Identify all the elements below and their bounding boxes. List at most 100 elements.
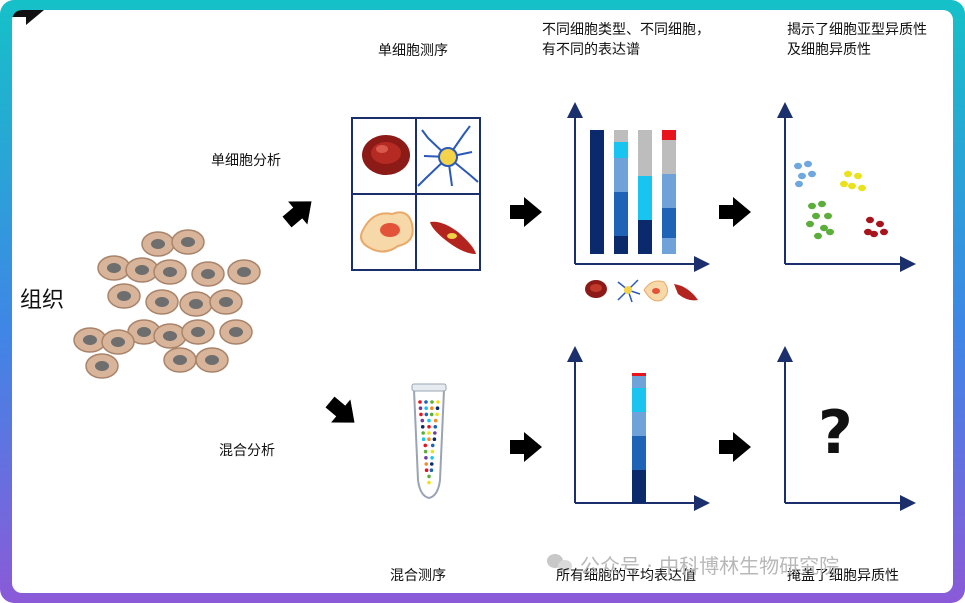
- cell-type-icons: [585, 279, 698, 303]
- stacked-bar-segment: [662, 238, 676, 254]
- tube-dot: [430, 400, 434, 404]
- tube-dot: [420, 418, 425, 423]
- diagram-canvas: 组织 单细胞分析 单细胞测序 不同细胞类型、不同细胞， 有不同的表达谱 揭示了细…: [12, 10, 953, 593]
- scatter-dot: [804, 160, 812, 168]
- different-types-label: 不同细胞类型、不同细胞，: [542, 22, 710, 38]
- stacked-bar-segment: [662, 130, 676, 140]
- tube-dot: [435, 406, 440, 411]
- heterogeneity-scatter: [777, 102, 916, 272]
- tissue-cell-nucleus: [229, 327, 243, 337]
- scatter-dot: [808, 170, 816, 178]
- tube-dot: [436, 400, 440, 404]
- tube-dot: [418, 400, 422, 404]
- tube-dot: [430, 406, 434, 411]
- tissue-cell-nucleus: [111, 337, 125, 347]
- tube-dot: [421, 437, 426, 442]
- scatter-dot: [876, 220, 884, 228]
- scatter-dot: [864, 228, 872, 236]
- red-blood-cell-icon: [362, 135, 410, 175]
- arrow-to-mixed: [320, 390, 365, 435]
- tissue-cell-nucleus: [83, 335, 97, 345]
- mixed-sequencing-label: 混合测序: [390, 568, 446, 584]
- stacked-bar-segment: [662, 140, 676, 174]
- arrow-icon: [12, 10, 44, 25]
- scatter-dot: [866, 216, 874, 224]
- tube-dot: [424, 406, 428, 411]
- stacked-bar-segment: [614, 158, 628, 192]
- fibroblast-icon: [360, 211, 414, 253]
- tube-dot: [435, 412, 439, 417]
- stacked-bar-segment: [638, 130, 652, 176]
- tube-dot: [427, 474, 431, 479]
- tissue-cell-nucleus: [201, 269, 215, 279]
- tube-dot: [418, 406, 423, 411]
- tube-dot: [424, 468, 429, 473]
- stacked-bar-segment: [590, 130, 604, 254]
- scatter-dot: [818, 200, 826, 208]
- tissue-cell-nucleus: [107, 263, 121, 273]
- tissue-cell-nucleus: [173, 355, 187, 365]
- scatter-dot: [848, 182, 856, 190]
- scatter-dot: [808, 202, 816, 210]
- tube-dot: [430, 449, 435, 454]
- scatter-dot: [870, 230, 878, 238]
- single-cell-sequencing-label: 单细胞测序: [378, 43, 448, 59]
- tissue-cell-nucleus: [95, 361, 109, 371]
- scatter-dot: [844, 170, 852, 178]
- watermark-prefix: 公众号 ·: [580, 554, 660, 578]
- tissue-cell-nucleus: [163, 267, 177, 277]
- tube-dot: [424, 456, 428, 460]
- watermark-name: 中科博林生物研究院: [659, 554, 840, 578]
- scatter-dot: [854, 172, 862, 180]
- scatter-dot: [795, 180, 803, 188]
- tissue-cells: [73, 229, 261, 379]
- tissue-cell-nucleus: [117, 291, 131, 301]
- stacked-bar-segment: [662, 174, 676, 208]
- scatter-dot: [806, 220, 814, 228]
- question-chart: [777, 346, 916, 511]
- tissue-cell-nucleus: [151, 239, 165, 249]
- stacked-bar-segment: [614, 142, 628, 158]
- tissue-cell-nucleus: [237, 267, 251, 277]
- mixed-analysis-label: 混合分析: [219, 443, 275, 459]
- tissue-cell-nucleus: [205, 355, 219, 365]
- heterogeneity-label-2: 及细胞异质性: [787, 42, 871, 58]
- scatter-dot: [798, 172, 806, 180]
- arrow-to-single: [277, 189, 322, 234]
- tissue-cell-nucleus: [163, 331, 177, 341]
- stacked-bar-segment: [614, 192, 628, 236]
- scatter-dot: [820, 224, 828, 232]
- scatter-dot: [812, 212, 820, 220]
- scatter-dot: [814, 232, 822, 240]
- tube-icon: [411, 383, 447, 500]
- tube-dot: [430, 443, 435, 448]
- stacked-bar-segment: [614, 236, 628, 254]
- single-cell-barchart: [567, 102, 710, 303]
- different-types-label-2: 有不同的表达谱: [542, 42, 640, 58]
- tissue-cell-nucleus: [181, 237, 195, 247]
- tube-dot: [427, 431, 431, 435]
- arrow-to-avgbar: [510, 432, 542, 462]
- single-cell-analysis-label: 单细胞分析: [211, 153, 281, 169]
- tube-dot: [423, 449, 428, 454]
- tube-dot: [430, 456, 434, 460]
- question-icon: ?: [818, 398, 853, 468]
- tube-dot: [421, 431, 425, 435]
- heterogeneity-label: 揭示了细胞亚型异质性: [787, 22, 927, 38]
- arrow-to-barchart: [510, 197, 542, 227]
- neuron-icon: [417, 125, 479, 187]
- muscle-cell-icon: [430, 221, 476, 254]
- tissue-label: 组织: [20, 288, 65, 313]
- tube-dot: [429, 462, 434, 466]
- tube-dot: [424, 400, 428, 404]
- stacked-bar-segment: [614, 130, 628, 142]
- scatter-dot: [826, 228, 834, 236]
- tissue-cell-nucleus: [219, 297, 233, 307]
- tissue-cell-nucleus: [137, 327, 151, 337]
- tissue-cell-nucleus: [135, 265, 149, 275]
- scatter-dot: [858, 184, 866, 192]
- tube-dot: [427, 425, 431, 429]
- tube-dot: [424, 462, 429, 466]
- scatter-dot: [840, 180, 848, 188]
